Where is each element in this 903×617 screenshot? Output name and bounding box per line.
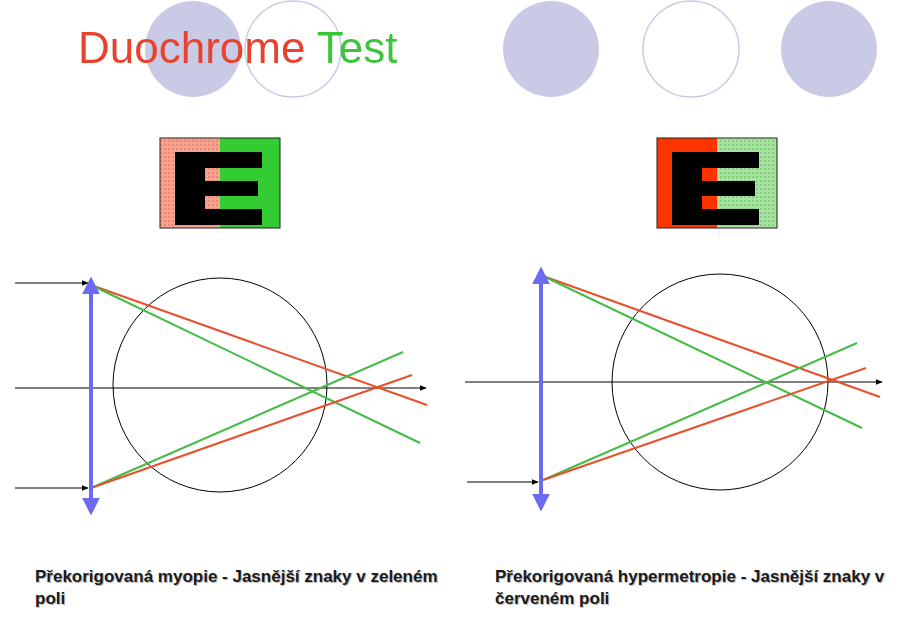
ray-diagram [15, 278, 427, 512]
ray-diagram [465, 270, 882, 508]
caption-text: Překorigovaná hypermetropie - Jasnější z… [495, 566, 895, 610]
e-chart [657, 138, 777, 228]
title: Duochrome Test [78, 22, 398, 74]
e-chart [160, 138, 280, 228]
caption-text: Překorigovaná myopie - Jasnější znaky v … [35, 566, 450, 610]
